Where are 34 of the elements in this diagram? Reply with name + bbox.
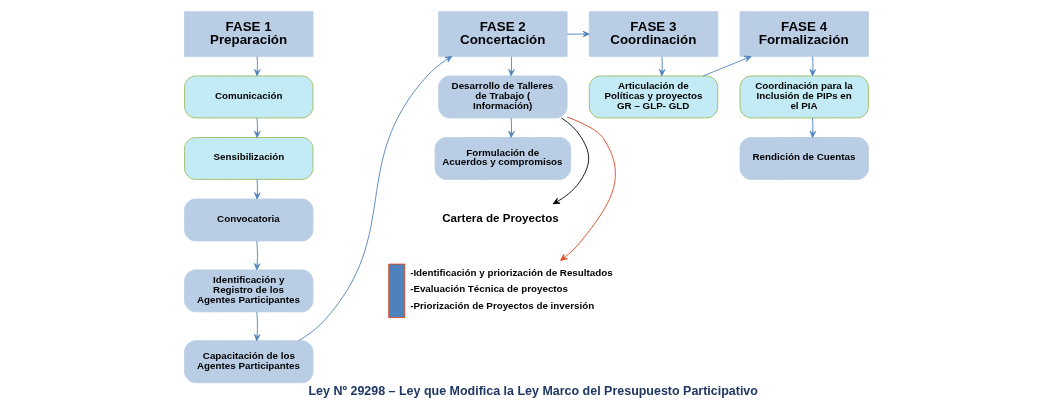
node-box: Comunicación — [184, 75, 314, 119]
arrow — [254, 311, 261, 342]
node-box: Articulación de Políticas y proyectos GR – GLP- GLD — [588, 75, 719, 119]
arrow — [809, 117, 817, 138]
node-box: FASE 1 Preparación — [184, 11, 314, 57]
arrow — [560, 116, 616, 261]
arrow — [254, 240, 261, 271]
arrow — [254, 117, 261, 138]
node-label: -Identificación y priorización de Resultados — [410, 267, 613, 279]
arrow — [566, 30, 590, 38]
arrow — [809, 56, 817, 77]
node-box: FASE 2 Concertación — [438, 11, 568, 57]
caption: Ley Nº 29298 – Ley que Modifica la Ley Marco del Presupuesto Participativo — [308, 384, 758, 399]
node-box: Convocatoria — [184, 198, 314, 242]
node-box: Capacitación de los Agentes Participantes — [184, 340, 314, 384]
node-box: Coordinación para la Inclusión de PIPs en el PIA — [739, 75, 869, 119]
arrow — [254, 56, 261, 77]
arrow — [658, 56, 666, 77]
arrow — [552, 117, 590, 205]
node-box: FASE 3 Coordinación — [588, 11, 719, 57]
node-box: Desarrollo de Talleres de Trabajo ( Información) — [438, 75, 568, 119]
node-label: -Priorización de Proyectos de inversión — [410, 299, 595, 311]
arrow — [508, 117, 515, 138]
node-text: Cartera de Proyectos — [442, 212, 559, 225]
arrow — [298, 55, 453, 342]
arrow — [702, 55, 752, 77]
arrow — [508, 56, 515, 77]
arrow — [254, 179, 261, 200]
node-box: Formulación de Acuerdos y compromisos — [434, 137, 572, 180]
node-box: FASE 4 Formalización — [739, 11, 869, 57]
node-box: Identificación y Registro de los Agentes Participantes — [184, 269, 314, 313]
node-box: Rendición de Cuentas — [739, 137, 869, 180]
node-label: -Evaluación Técnica de proyectos — [410, 283, 569, 295]
node-box: Sensibilización — [184, 137, 314, 180]
